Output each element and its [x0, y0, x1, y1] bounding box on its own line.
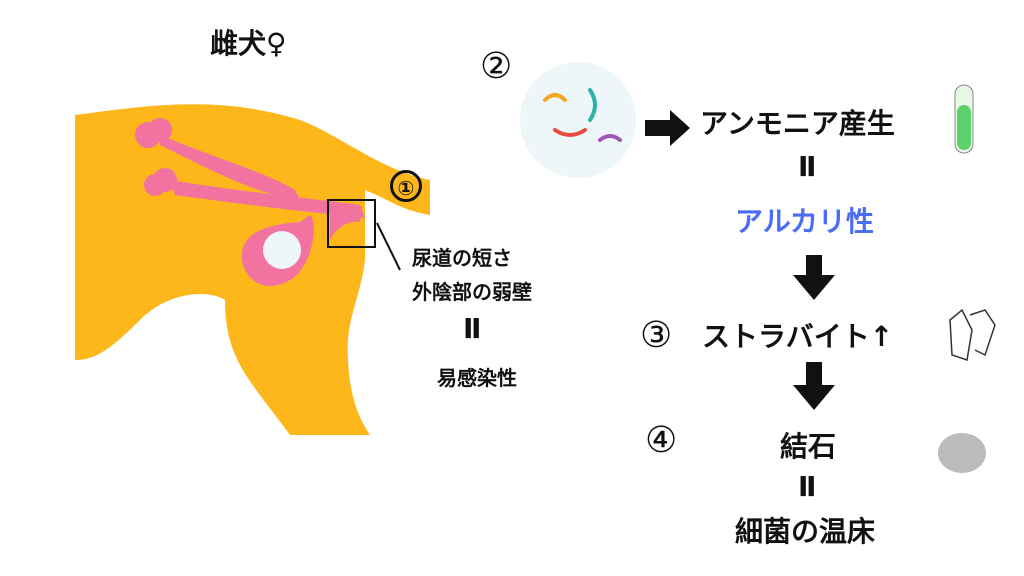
arrow-down-icon — [793, 362, 835, 410]
highlight-box — [327, 199, 376, 248]
alkaline-text: アルカリ性 — [735, 205, 874, 238]
marker-2: ② — [480, 46, 513, 87]
pointer-line — [376, 222, 401, 271]
test-tube-icon — [954, 84, 974, 154]
bacteria-in-bladder — [263, 231, 301, 269]
stone-text: 結石 — [780, 430, 837, 463]
marker-3: ③ — [640, 315, 673, 356]
bacteria-cluster-icon — [520, 62, 636, 178]
bacteria-bed-text: 細菌の温床 — [735, 515, 876, 548]
marker-1: ① — [390, 170, 422, 202]
ammonia-text: アンモニア産生 — [700, 107, 895, 140]
equals-sign: Ⅱ — [798, 150, 817, 183]
equals-sign: Ⅱ — [798, 470, 817, 503]
cause-urethra: 尿道の短さ — [412, 246, 512, 270]
equals-sign: Ⅱ — [463, 312, 482, 345]
crystal-icon — [949, 308, 996, 361]
arrow-right-icon — [645, 110, 690, 146]
arrow-down-icon — [793, 255, 835, 300]
cause-vulva: 外陰部の弱壁 — [412, 280, 532, 304]
marker-4: ④ — [645, 420, 678, 461]
stone-icon — [938, 433, 986, 473]
result-susceptibility: 易感染性 — [437, 366, 517, 390]
struvite-text: ストラバイト↑ — [702, 320, 894, 353]
page-title: 雌犬♀ — [210, 27, 287, 60]
